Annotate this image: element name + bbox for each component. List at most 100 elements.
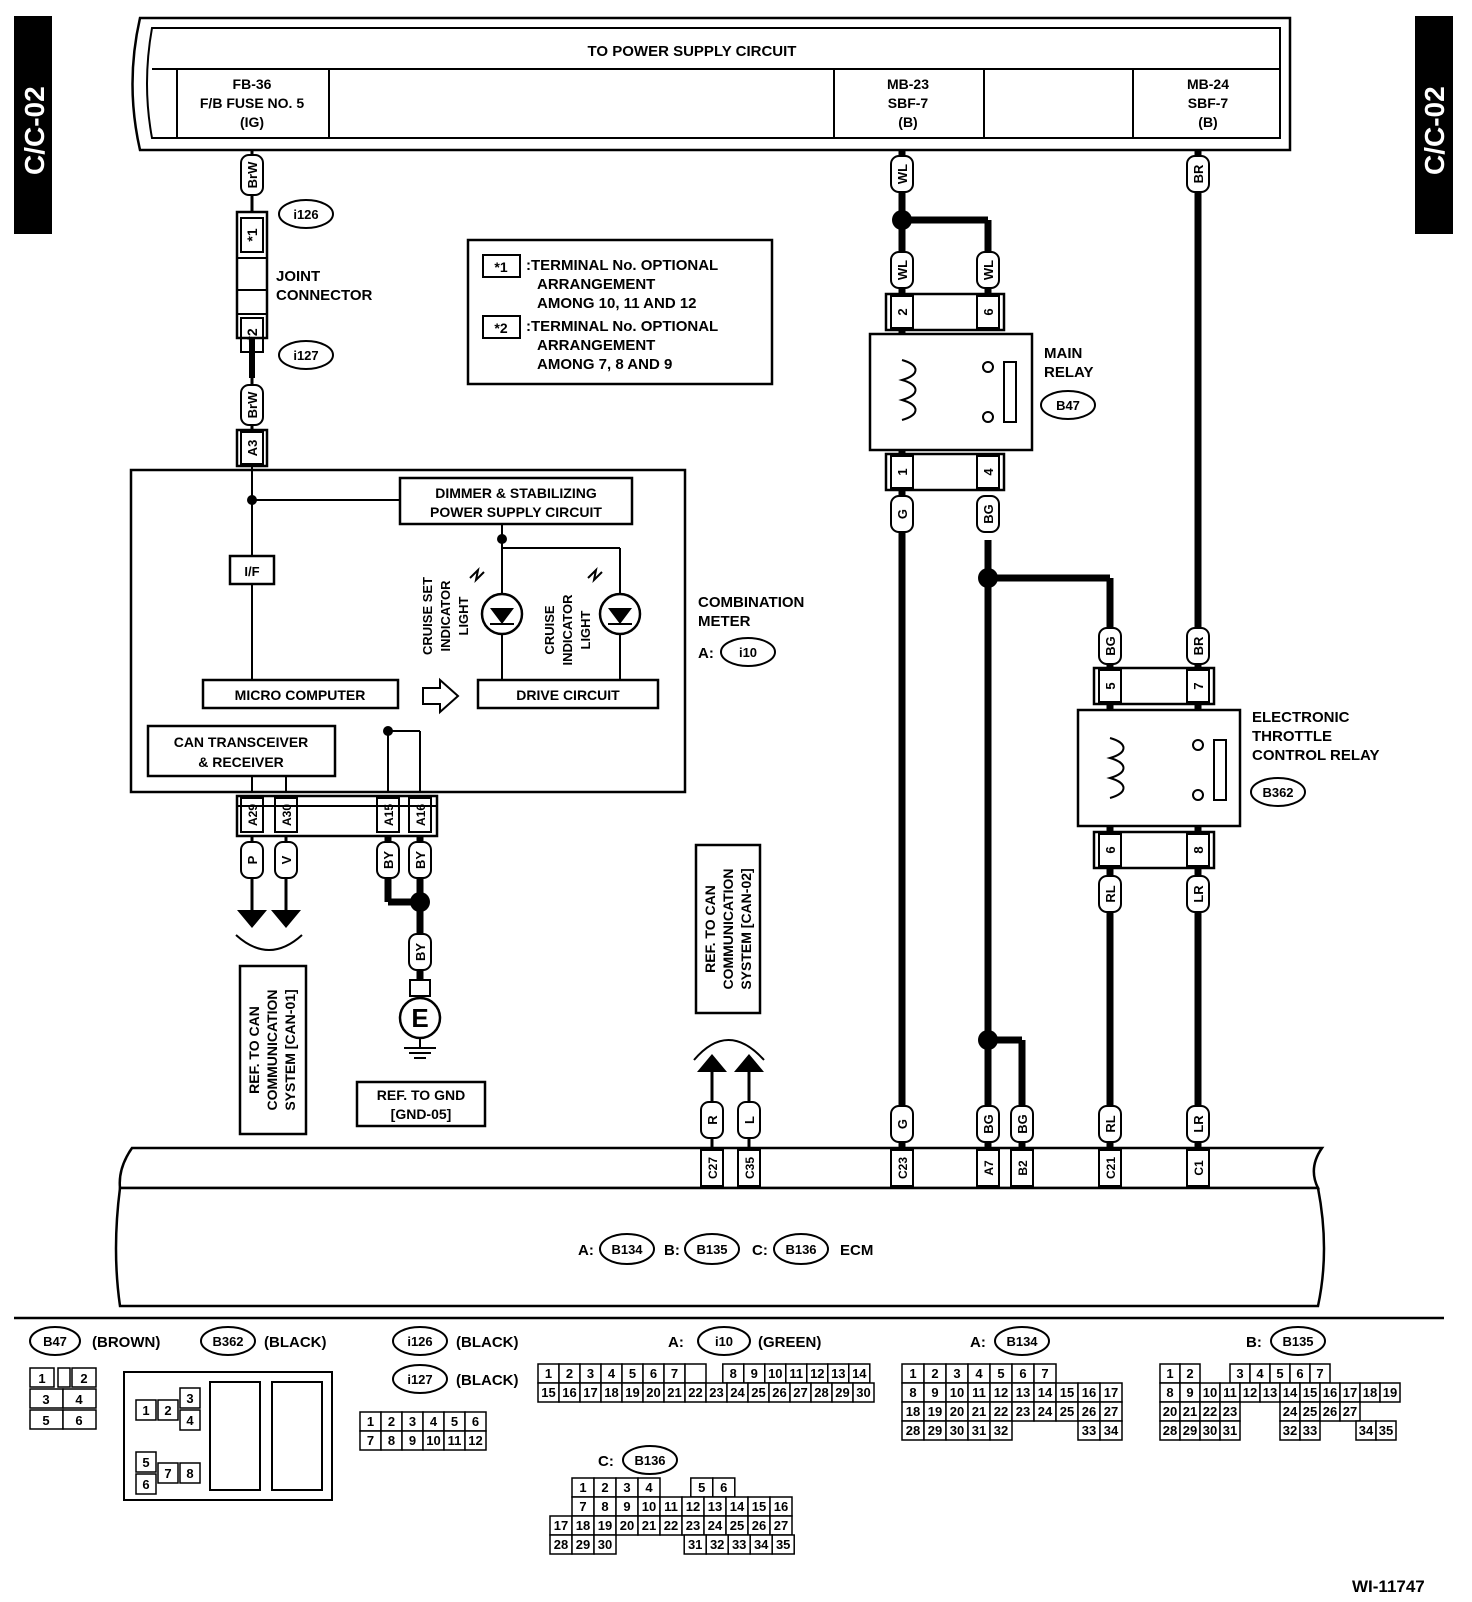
svg-text:SBF-7: SBF-7 (888, 95, 929, 111)
ground-symbol: E (411, 1003, 428, 1033)
pin-number: 26 (772, 1385, 786, 1400)
svg-text:F/B FUSE NO. 5: F/B FUSE NO. 5 (200, 95, 304, 111)
pin-number: 33 (1082, 1423, 1096, 1438)
main-relay-label: MAIN RELAY B47 (1040, 345, 1096, 420)
pin-number: 32 (710, 1537, 724, 1552)
meter-label: COMBINATION METER A: i10 (698, 594, 804, 667)
pin-number: 6 (720, 1480, 727, 1495)
pin-number: 26 (752, 1518, 766, 1533)
pin-number: 14 (730, 1499, 745, 1514)
svg-text:A15: A15 (382, 804, 396, 826)
pin-number: 10 (426, 1433, 440, 1448)
pin-number: 20 (646, 1385, 660, 1400)
svg-text:(IG): (IG) (240, 114, 264, 130)
pin-number: 30 (856, 1385, 870, 1400)
pin-number: 1 (367, 1414, 374, 1429)
wire-label-br-top: BR (1186, 155, 1210, 193)
svg-text:CRUISE: CRUISE (542, 605, 557, 654)
pin-number: 34 (1104, 1423, 1119, 1438)
svg-text:2: 2 (164, 1403, 171, 1418)
pin-number: 3 (623, 1480, 630, 1495)
svg-text:B362: B362 (212, 1334, 243, 1349)
pin-cell (1379, 1382, 1401, 1403)
svg-text:i127: i127 (407, 1372, 432, 1387)
svg-text:1: 1 (895, 468, 910, 475)
svg-text:B135: B135 (696, 1242, 727, 1257)
pin-number: 8 (909, 1385, 916, 1400)
svg-text:LIGHT: LIGHT (456, 596, 471, 635)
pin-number: 12 (810, 1366, 824, 1381)
pin-number: 5 (629, 1366, 636, 1381)
pin-number: 6 (472, 1414, 479, 1429)
pin-cell (684, 1363, 707, 1384)
svg-text:5: 5 (142, 1455, 149, 1470)
svg-text:3: 3 (42, 1392, 49, 1407)
pin-number: 11 (664, 1499, 678, 1514)
pin-number: 28 (1163, 1423, 1177, 1438)
pin-number: 31 (688, 1537, 702, 1552)
svg-text:BrW: BrW (245, 161, 260, 188)
svg-text:JOINT: JOINT (276, 268, 320, 285)
pin-number: 2 (566, 1366, 573, 1381)
svg-text:1: 1 (38, 1371, 45, 1386)
svg-text:8: 8 (186, 1466, 193, 1481)
legend-box: *1 :TERMINAL No. OPTIONAL ARRANGEMENT AM… (466, 238, 774, 386)
svg-text:BY: BY (413, 943, 428, 961)
pin-number: 14 (1283, 1385, 1298, 1400)
ref-gnd05: REF. TO GND [GND-05] (355, 1080, 487, 1128)
ref-can02: REF. TO CAN COMMUNICATION SYSTEM [CAN-02… (694, 843, 762, 1015)
pin-number: 9 (409, 1433, 416, 1448)
svg-text::TERMINAL No. OPTIONAL: :TERMINAL No. OPTIONAL (526, 318, 718, 335)
svg-text:V: V (279, 855, 294, 864)
pin-number: 14 (852, 1366, 867, 1381)
svg-text:(GREEN): (GREEN) (758, 1334, 821, 1351)
svg-text:C21: C21 (1104, 1157, 1118, 1179)
pin-number: 10 (1203, 1385, 1217, 1400)
svg-text:WL: WL (895, 260, 910, 280)
svg-text:i127: i127 (293, 348, 318, 363)
pin-number: 4 (975, 1366, 983, 1381)
svg-text:B135: B135 (1282, 1334, 1313, 1349)
svg-text:THROTTLE: THROTTLE (1252, 728, 1332, 745)
pin-number: 25 (730, 1518, 744, 1533)
pin-number: 4 (645, 1480, 653, 1495)
pin-number: 7 (367, 1433, 374, 1448)
svg-text:2: 2 (80, 1371, 87, 1386)
svg-text:B134: B134 (611, 1242, 643, 1257)
pin-number: 15 (1303, 1385, 1317, 1400)
pin-number: 29 (928, 1423, 942, 1438)
pin-cell (1099, 1420, 1123, 1441)
pin-number: 25 (751, 1385, 765, 1400)
etc-relay: BG BR 5 7 6 8 RL LR (1076, 627, 1242, 913)
pin-number: 30 (950, 1423, 964, 1438)
svg-text:WL: WL (895, 164, 910, 184)
main-relay: WL WL 2 6 1 4 G BG (868, 251, 1034, 533)
svg-text:C/C-02: C/C-02 (1419, 86, 1450, 175)
pin-number: 1 (579, 1480, 586, 1495)
pin-number: 3 (409, 1414, 416, 1429)
svg-text:REF. TO GND: REF. TO GND (377, 1087, 465, 1103)
pin-number: 17 (554, 1518, 568, 1533)
svg-text:BR: BR (1191, 636, 1206, 655)
svg-text:[GND-05]: [GND-05] (391, 1106, 452, 1122)
svg-text:AMONG 7, 8 AND 9: AMONG 7, 8 AND 9 (537, 356, 672, 373)
svg-text:COMBINATION: COMBINATION (698, 594, 804, 611)
svg-text:C27: C27 (706, 1157, 720, 1179)
pin-number: 7 (1316, 1366, 1323, 1381)
svg-text:4: 4 (186, 1413, 194, 1428)
figure-id: WI-11747 (1352, 1577, 1425, 1596)
pin-number: 4 (430, 1414, 438, 1429)
svg-text:*2: *2 (244, 328, 260, 341)
svg-text:A16: A16 (414, 804, 428, 826)
pin-number: 11 (972, 1385, 986, 1400)
svg-text:SYSTEM [CAN-02]: SYSTEM [CAN-02] (738, 868, 754, 989)
pin-number: 29 (1183, 1423, 1197, 1438)
svg-text:SYSTEM [CAN-01]: SYSTEM [CAN-01] (282, 989, 298, 1110)
pin-number: 12 (1243, 1385, 1257, 1400)
svg-text:LIGHT: LIGHT (578, 610, 593, 649)
pin-cell (1339, 1401, 1361, 1422)
svg-text:COMMUNICATION: COMMUNICATION (720, 868, 736, 989)
